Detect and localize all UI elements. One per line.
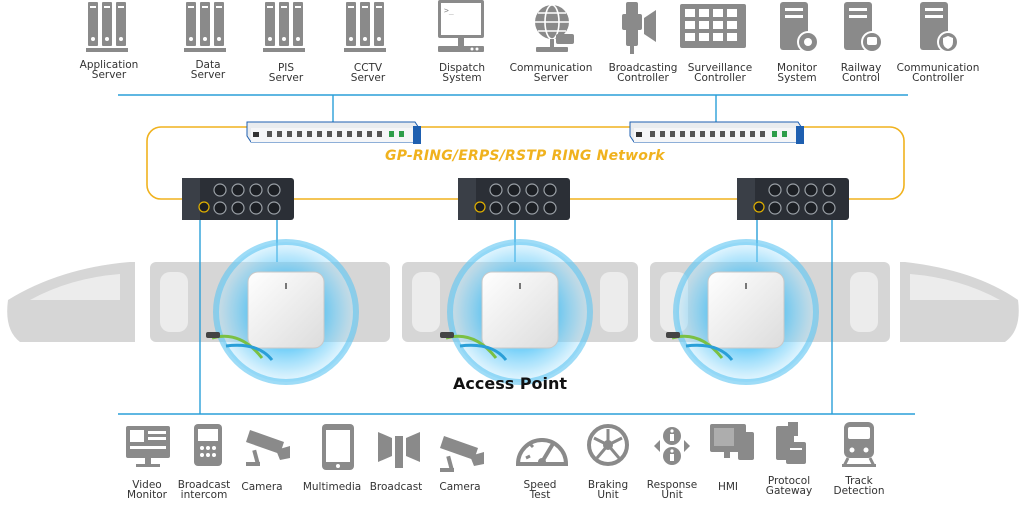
camera-icon [440, 436, 484, 472]
camera-icon [246, 430, 290, 466]
bottom-label-speed-test: Speed Test [523, 479, 557, 501]
speedometer-icon [515, 438, 569, 466]
bottom-label-broadcast: Broadcast [369, 481, 423, 493]
top-label-cctv-server: CCTV Server [350, 62, 386, 84]
train-front-icon [842, 422, 876, 467]
video-monitor-icon [126, 426, 170, 467]
intercom-icon [194, 424, 222, 466]
top-label-communication-controller: Communication Controller [896, 62, 980, 84]
rack-switch-right [629, 121, 804, 144]
access-point-label: Access Point [453, 374, 568, 393]
top-label-surveillance-controller: Surveillance Controller [687, 62, 753, 84]
server-rack-icon [86, 2, 128, 52]
top-bus [118, 94, 908, 122]
broadcasting-controller-icon [622, 2, 656, 54]
svg-text:>_: >_ [444, 6, 454, 15]
access-point-center [440, 239, 593, 385]
top-label-monitor-system: Monitor System [777, 62, 817, 84]
globe-network-icon [535, 4, 574, 52]
m12-switch-center [458, 178, 570, 220]
server-rack-icon [344, 2, 386, 52]
bottom-label-hmi: HMI [717, 481, 739, 493]
bottom-label-camera-2: Camera [439, 481, 481, 493]
server-rack-icon [263, 2, 305, 52]
bottom-label-track-detection: Track Detection [833, 475, 885, 497]
bottom-label-braking-unit: Braking Unit [587, 479, 629, 501]
bottom-label-camera-1: Camera [241, 481, 283, 493]
bottom-label-protocol-gateway: Protocol Gateway [765, 475, 813, 497]
ring-network-label: GP-RING/ERPS/RSTP RING Network [385, 148, 665, 164]
bottom-label-response-unit: Response Unit [646, 479, 698, 501]
m12-switch-left [182, 178, 294, 220]
bottom-label-multimedia: Multimedia [302, 481, 362, 493]
computer-terminal-icon: >_ [438, 0, 484, 52]
info-cycle-icon [654, 427, 690, 465]
top-label-railway-control: Railway Control [840, 62, 882, 84]
hmi-screen-icon [710, 424, 754, 460]
server-shield-icon [920, 2, 959, 53]
rack-switch-left [246, 121, 421, 144]
bottom-label-broadcast-intercom: Broadcast intercom [177, 479, 231, 501]
gateway-icon [776, 422, 806, 464]
bottom-label-video-monitor: Video Monitor [127, 479, 167, 501]
access-point-left [206, 239, 359, 385]
top-label-pis-server: PIS Server [268, 62, 304, 84]
brake-wheel-icon [587, 424, 629, 466]
top-label-dispatch-system: Dispatch System [438, 62, 486, 84]
top-label-communication-server: Communication Server [509, 62, 593, 84]
surveillance-grid-icon [680, 4, 746, 48]
speaker-icon [378, 432, 420, 468]
server-monitor-icon [780, 2, 819, 53]
top-label-data-server: Data Server [190, 59, 226, 81]
access-point-right [666, 239, 819, 385]
m12-switch-right [737, 178, 849, 220]
top-label-application-server: Application Server [79, 59, 139, 81]
tablet-icon [322, 424, 354, 470]
server-train-icon [844, 2, 883, 53]
server-rack-icon [184, 2, 226, 52]
top-label-broadcasting-controller: Broadcasting Controller [608, 62, 678, 84]
